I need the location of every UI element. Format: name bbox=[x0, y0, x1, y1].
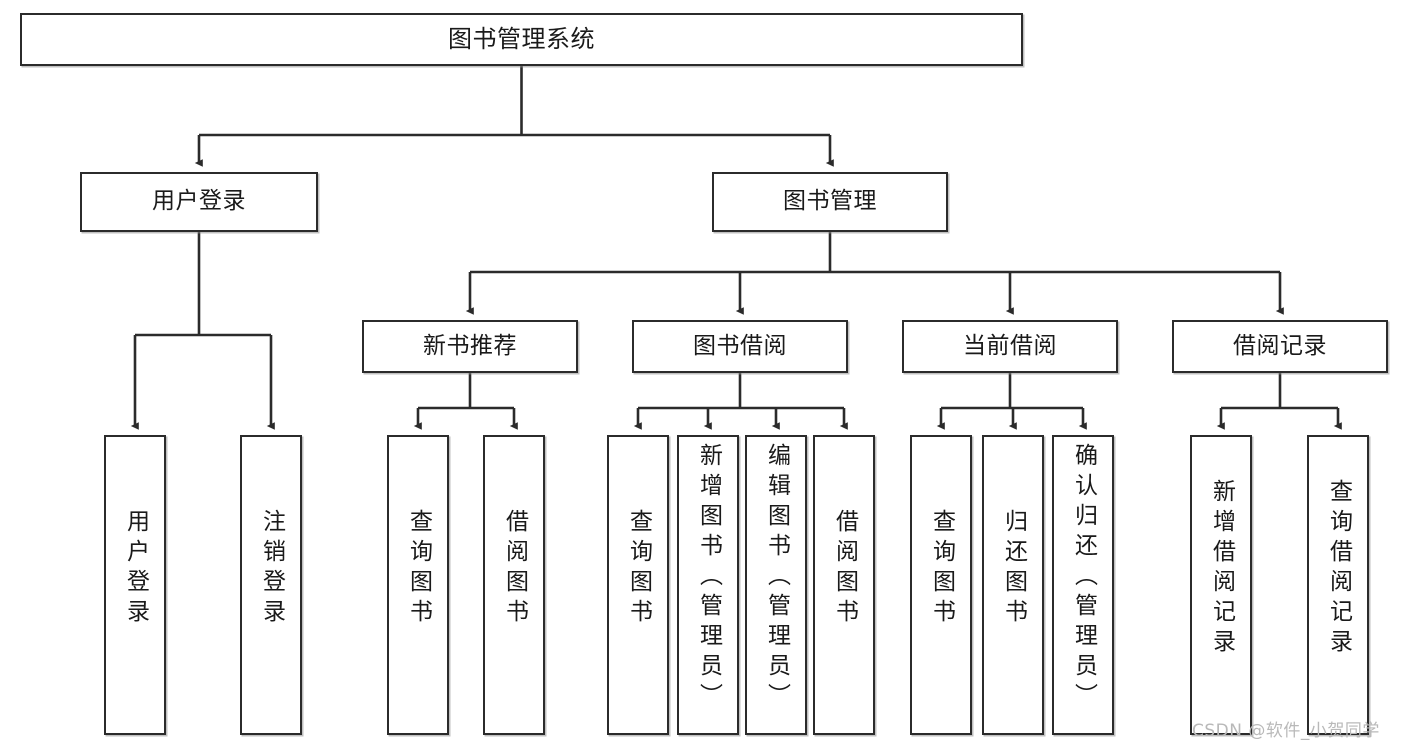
node-leaf-query-book-1[interactable]: 查询图书 bbox=[387, 435, 449, 735]
node-leaf-logout[interactable]: 注销登录 bbox=[240, 435, 302, 735]
node-leaf-query-book-2-label: 查询图书 bbox=[625, 509, 652, 629]
node-leaf-return-book[interactable]: 归还图书 bbox=[982, 435, 1044, 735]
node-user-login-label: 用户登录 bbox=[152, 188, 246, 215]
node-book-manage-label: 图书管理 bbox=[783, 188, 877, 215]
node-leaf-borrow-book-1[interactable]: 借阅图书 bbox=[483, 435, 545, 735]
node-leaf-confirm-return-label: 确认归还（管理员） bbox=[1070, 443, 1097, 713]
node-current-borrow-label: 当前借阅 bbox=[963, 332, 1057, 359]
node-leaf-query-record-label: 查询借阅记录 bbox=[1325, 479, 1352, 659]
node-leaf-query-book-2[interactable]: 查询图书 bbox=[607, 435, 669, 735]
node-leaf-query-book-1-label: 查询图书 bbox=[405, 509, 432, 629]
node-book-borrow[interactable]: 图书借阅 bbox=[632, 320, 848, 373]
node-leaf-logout-label: 注销登录 bbox=[258, 509, 285, 629]
node-new-book-rec[interactable]: 新书推荐 bbox=[362, 320, 578, 373]
node-root-label: 图书管理系统 bbox=[448, 25, 595, 54]
node-leaf-confirm-return[interactable]: 确认归还（管理员） bbox=[1052, 435, 1114, 735]
node-leaf-query-book-3[interactable]: 查询图书 bbox=[910, 435, 972, 735]
node-leaf-add-book-label: 新增图书（管理员） bbox=[695, 443, 722, 713]
node-leaf-user-login-label: 用户登录 bbox=[122, 509, 149, 629]
node-leaf-return-book-label: 归还图书 bbox=[1000, 509, 1027, 629]
node-user-login[interactable]: 用户登录 bbox=[80, 172, 318, 232]
node-leaf-query-record[interactable]: 查询借阅记录 bbox=[1307, 435, 1369, 735]
node-new-book-rec-label: 新书推荐 bbox=[423, 332, 517, 359]
node-leaf-add-record[interactable]: 新增借阅记录 bbox=[1190, 435, 1252, 735]
node-leaf-borrow-book-2-label: 借阅图书 bbox=[831, 509, 858, 629]
watermark: CSDN @软件_小贺同学 bbox=[1192, 721, 1380, 741]
node-leaf-edit-book[interactable]: 编辑图书（管理员） bbox=[745, 435, 807, 735]
node-leaf-add-book[interactable]: 新增图书（管理员） bbox=[677, 435, 739, 735]
node-leaf-query-book-3-label: 查询图书 bbox=[928, 509, 955, 629]
node-leaf-borrow-book-1-label: 借阅图书 bbox=[501, 509, 528, 629]
node-book-manage[interactable]: 图书管理 bbox=[712, 172, 948, 232]
node-leaf-user-login[interactable]: 用户登录 bbox=[104, 435, 166, 735]
node-book-borrow-label: 图书借阅 bbox=[693, 332, 787, 359]
node-borrow-record-label: 借阅记录 bbox=[1233, 332, 1327, 359]
node-leaf-add-record-label: 新增借阅记录 bbox=[1208, 479, 1235, 659]
node-current-borrow[interactable]: 当前借阅 bbox=[902, 320, 1118, 373]
node-leaf-borrow-book-2[interactable]: 借阅图书 bbox=[813, 435, 875, 735]
node-borrow-record[interactable]: 借阅记录 bbox=[1172, 320, 1388, 373]
node-root[interactable]: 图书管理系统 bbox=[20, 13, 1023, 66]
node-leaf-edit-book-label: 编辑图书（管理员） bbox=[763, 443, 790, 713]
